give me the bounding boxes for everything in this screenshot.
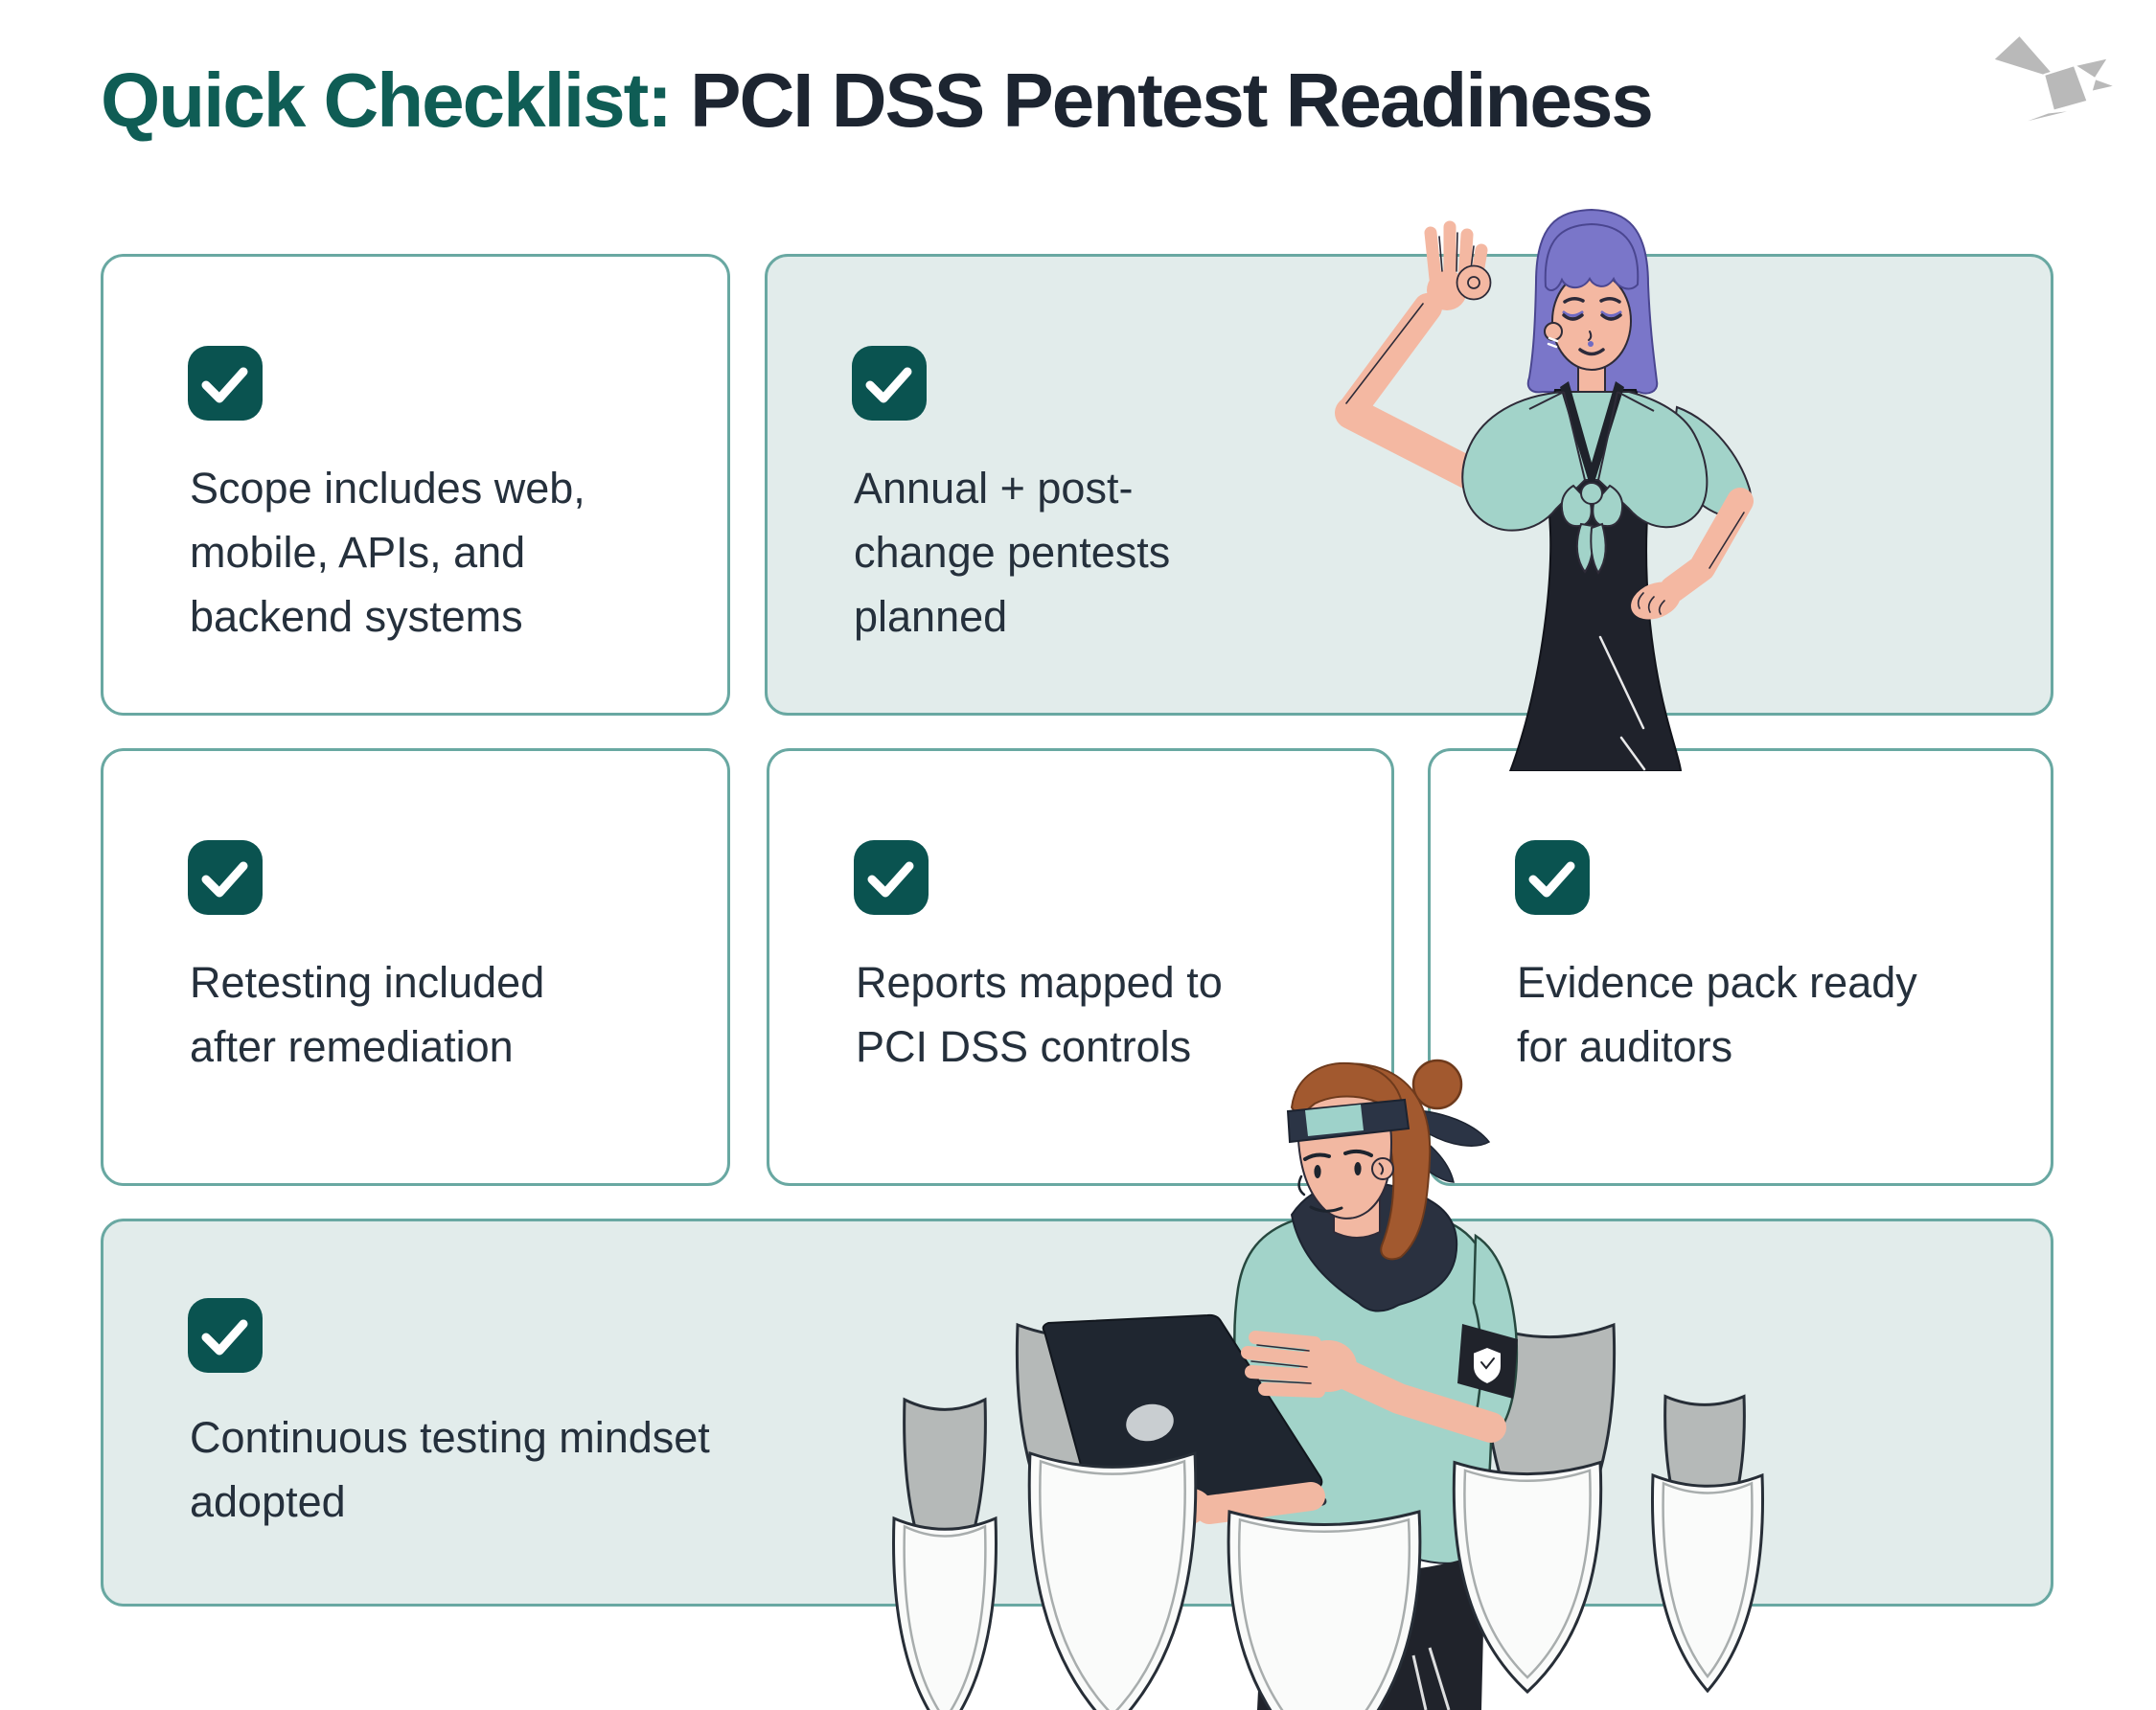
checkbox-checked-icon	[1515, 840, 1590, 915]
pentester-pants-seams	[1411, 1647, 1451, 1710]
checklist-item-label: Continuous testing mindset adopted	[190, 1413, 710, 1526]
checkbox-checked-icon	[854, 840, 929, 915]
page-title: Quick Checklist: PCI DSS Pentest Readine…	[101, 53, 1654, 148]
checklist-item-label: Retesting included after remediation	[190, 958, 545, 1071]
checklist-item-label: Evidence pack ready for auditors	[1517, 958, 1917, 1071]
checklist-card-evidence: Evidence pack ready for auditors	[1428, 748, 2053, 1186]
checkmark-icon	[865, 367, 912, 403]
pentester-pants-gap	[1362, 1589, 1375, 1710]
checklist-item-label: Scope includes web, mobile, APIs, and ba…	[190, 464, 585, 641]
checkmark-icon	[1528, 861, 1575, 898]
checklist-item-label: Reports mapped to PCI DSS controls	[856, 958, 1223, 1071]
checklist-card-continuous-testing: Continuous testing mindset adopted	[101, 1219, 2053, 1607]
checklist-card-annual-pentests: Annual + post- change pentests planned	[765, 254, 2053, 716]
origami-bird-logo-icon	[1991, 34, 2118, 127]
checkbox-checked-icon	[852, 346, 927, 421]
checklist-item-label: Annual + post- change pentests planned	[854, 464, 1171, 641]
checkmark-icon	[867, 861, 914, 898]
checkmark-icon	[201, 861, 248, 898]
checkbox-checked-icon	[188, 840, 263, 915]
checkbox-checked-icon	[188, 346, 263, 421]
page-title-rest: PCI DSS Pentest Readiness	[670, 57, 1654, 143]
page-title-highlight: Quick Checklist:	[101, 57, 673, 143]
checkbox-checked-icon	[188, 1298, 263, 1373]
checklist-card-reports: Reports mapped to PCI DSS controls	[767, 748, 1394, 1186]
checklist-card-retesting: Retesting included after remediation	[101, 748, 730, 1186]
checkmark-icon	[201, 367, 248, 403]
checkmark-icon	[201, 1319, 248, 1356]
checklist-card-scope: Scope includes web, mobile, APIs, and ba…	[101, 254, 730, 716]
